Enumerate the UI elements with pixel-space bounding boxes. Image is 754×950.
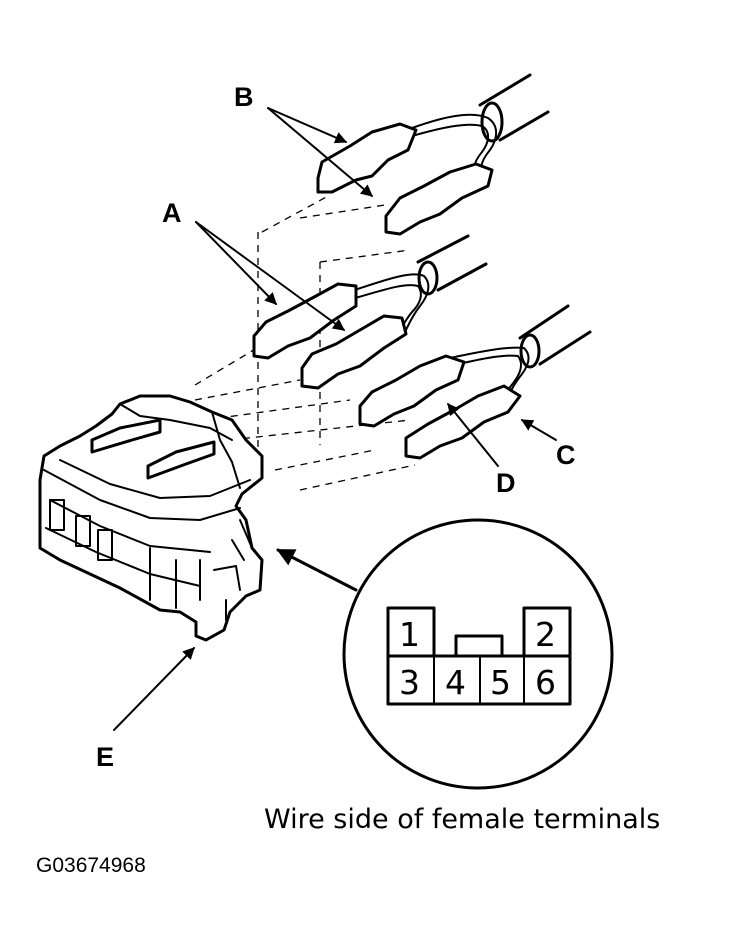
label-c: C (556, 440, 576, 470)
label-e: E (96, 742, 114, 772)
terminal-pair-b (316, 73, 550, 236)
label-a: A (162, 198, 182, 228)
connector-housing (38, 394, 264, 642)
label-d: D (496, 468, 516, 498)
pin-3: 3 (399, 663, 420, 702)
label-b: B (234, 82, 254, 112)
terminal-pair-a (252, 234, 488, 390)
inset-caption: Wire side of female terminals (264, 804, 660, 835)
pin-2: 2 (535, 615, 556, 654)
pin-1: 1 (399, 615, 420, 654)
pin-4: 4 (445, 663, 466, 702)
pin-6: 6 (535, 663, 556, 702)
figure-code: G03674968 (36, 854, 146, 877)
pin-layout-inset: 1 2 3 4 5 6 (342, 518, 614, 790)
pin-5: 5 (490, 663, 511, 702)
leader-arrows (113, 107, 557, 731)
